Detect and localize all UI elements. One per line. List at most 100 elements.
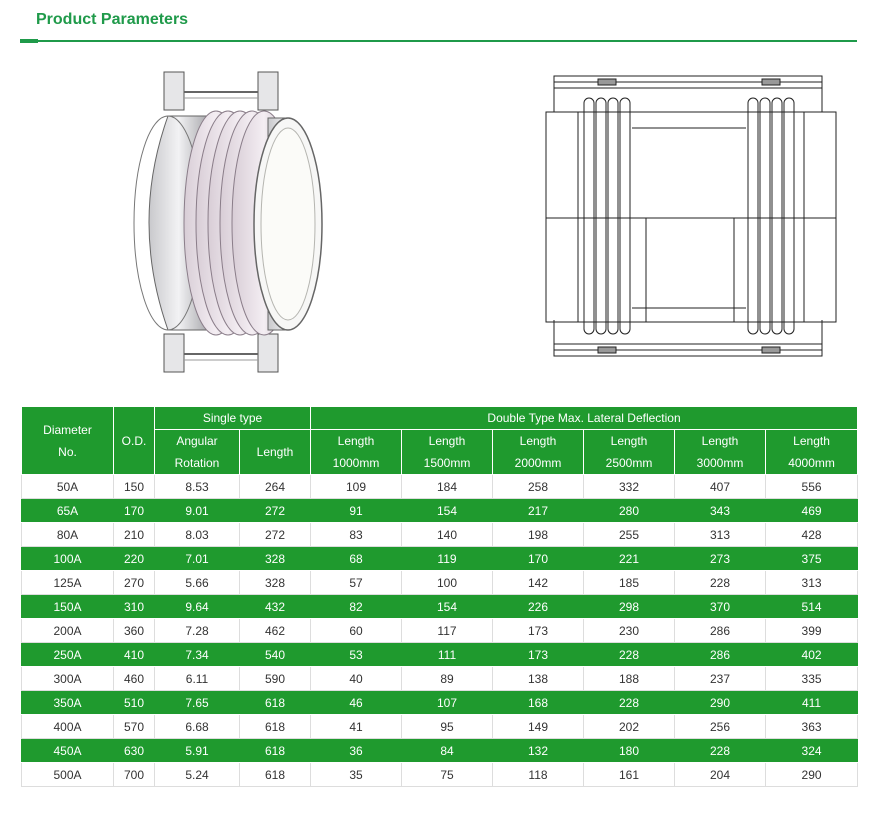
table-cell: 8.03	[154, 522, 240, 547]
table-cell: 5.66	[154, 570, 240, 595]
table-cell: 460	[113, 666, 155, 691]
table-cell: 411	[764, 690, 859, 715]
table-cell: 111	[401, 642, 493, 667]
table-cell: 68	[310, 546, 402, 571]
table-cell: 256	[674, 714, 766, 739]
table-cell: 185	[583, 570, 675, 595]
table-cell: 41	[310, 714, 402, 739]
table-cell: 286	[674, 642, 766, 667]
table-cell: 65A	[21, 498, 114, 523]
table-cell: 60	[310, 618, 402, 643]
table-cell: 514	[764, 594, 859, 619]
table-cell: 280	[583, 498, 675, 523]
table-cell: 370	[674, 594, 766, 619]
table-cell: 335	[764, 666, 859, 691]
table-cell: 360	[113, 618, 155, 643]
table-cell: 290	[674, 690, 766, 715]
table-cell: 228	[674, 570, 766, 595]
table-cell: 328	[239, 570, 311, 595]
table-cell: 324	[764, 738, 859, 763]
header-length-3000: Length 3000mm	[674, 429, 766, 475]
header-length: Length	[239, 429, 311, 475]
table-cell: 400A	[21, 714, 114, 739]
table-cell: 184	[401, 474, 493, 499]
table-cell: 228	[583, 690, 675, 715]
table-cell: 332	[583, 474, 675, 499]
header-accent-bar	[20, 39, 38, 43]
table-cell: 173	[492, 642, 584, 667]
table-cell: 80A	[21, 522, 114, 547]
table-cell: 343	[674, 498, 766, 523]
table-cell: 57	[310, 570, 402, 595]
table-cell: 399	[764, 618, 859, 643]
table-cell: 5.91	[154, 738, 240, 763]
table-cell: 150A	[21, 594, 114, 619]
table-cell: 95	[401, 714, 493, 739]
table-cell: 286	[674, 618, 766, 643]
table-cell: 407	[674, 474, 766, 499]
table-cell: 410	[113, 642, 155, 667]
table-cell: 618	[239, 690, 311, 715]
table-cell: 500A	[21, 762, 114, 787]
table-cell: 226	[492, 594, 584, 619]
table-cell: 53	[310, 642, 402, 667]
table-cell: 630	[113, 738, 155, 763]
table-cell: 149	[492, 714, 584, 739]
table-cell: 7.34	[154, 642, 240, 667]
table-cell: 272	[239, 498, 311, 523]
table-cell: 100A	[21, 546, 114, 571]
table-cell: 310	[113, 594, 155, 619]
table-cell: 290	[764, 762, 859, 787]
table-cell: 313	[764, 570, 859, 595]
table-cell: 89	[401, 666, 493, 691]
header-od: O.D.	[113, 406, 155, 475]
table-cell: 161	[583, 762, 675, 787]
header-length-2500: Length 2500mm	[583, 429, 675, 475]
table-cell: 590	[239, 666, 311, 691]
table-cell: 170	[492, 546, 584, 571]
table-cell: 91	[310, 498, 402, 523]
table-cell: 469	[764, 498, 859, 523]
table-cell: 618	[239, 738, 311, 763]
table-cell: 328	[239, 546, 311, 571]
table-cell: 50A	[21, 474, 114, 499]
table-cell: 363	[764, 714, 859, 739]
table-cell: 154	[401, 594, 493, 619]
table-cell: 540	[239, 642, 311, 667]
table-cell: 7.28	[154, 618, 240, 643]
table-cell: 570	[113, 714, 155, 739]
table-cell: 75	[401, 762, 493, 787]
header-diameter: Diameter No.	[21, 406, 114, 475]
table-cell: 170	[113, 498, 155, 523]
table-cell: 258	[492, 474, 584, 499]
table-cell: 173	[492, 618, 584, 643]
table-cell: 84	[401, 738, 493, 763]
table-cell: 188	[583, 666, 675, 691]
table-cell: 228	[583, 642, 675, 667]
header-length-1500: Length 1500mm	[401, 429, 493, 475]
table-cell: 198	[492, 522, 584, 547]
table-cell: 202	[583, 714, 675, 739]
table-cell: 46	[310, 690, 402, 715]
table-cell: 313	[674, 522, 766, 547]
table-cell: 109	[310, 474, 402, 499]
table-cell: 107	[401, 690, 493, 715]
expansion-joint-3d-render-icon	[133, 71, 323, 373]
table-cell: 217	[492, 498, 584, 523]
table-cell: 119	[401, 546, 493, 571]
table-cell: 138	[492, 666, 584, 691]
table-cell: 700	[113, 762, 155, 787]
header-length-4000: Length 4000mm	[764, 429, 859, 475]
header-length-2000: Length 2000mm	[492, 429, 584, 475]
table-cell: 375	[764, 546, 859, 571]
table-cell: 618	[239, 762, 311, 787]
table-cell: 83	[310, 522, 402, 547]
